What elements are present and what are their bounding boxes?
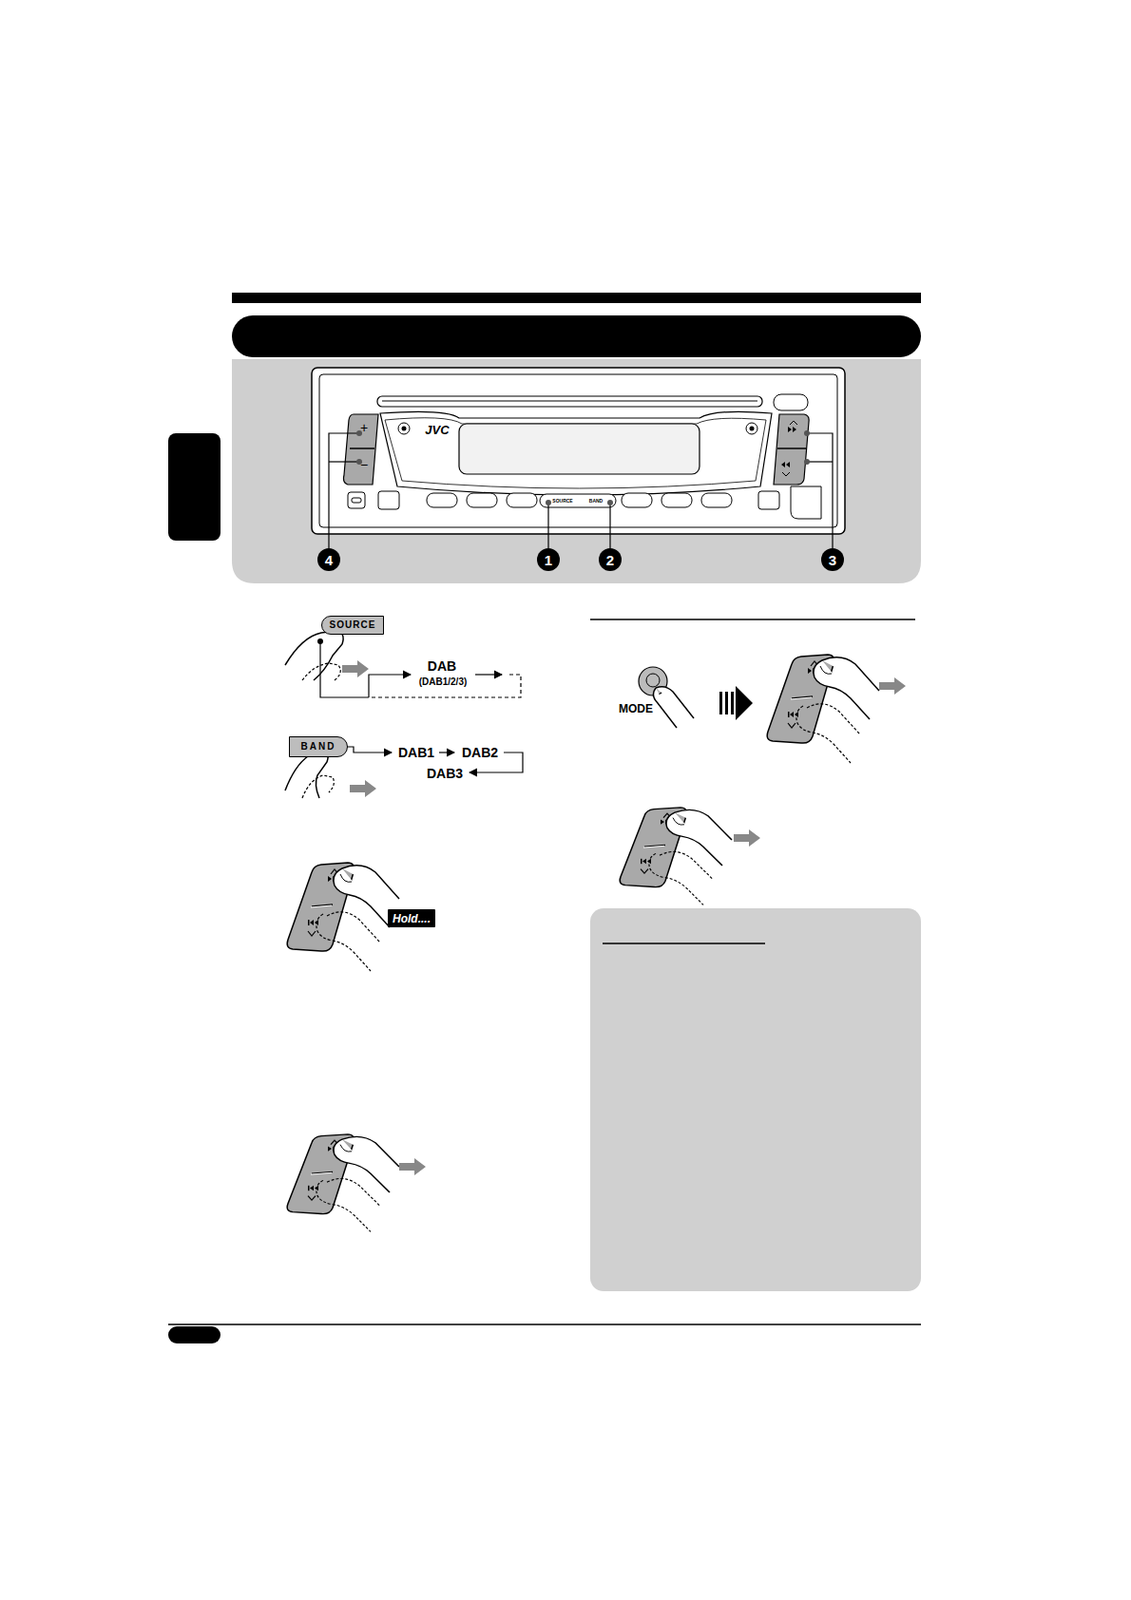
- button-label: Hold....: [392, 913, 431, 925]
- band-name: DAB1: [398, 746, 435, 760]
- button-label: SOURCE: [552, 498, 573, 504]
- brand-logo: JVC: [424, 423, 449, 437]
- button-label: BAND: [589, 498, 603, 504]
- band-name: DAB: [427, 659, 457, 673]
- button-label: SOURCE: [329, 620, 377, 631]
- button-label: MODE: [618, 703, 653, 715]
- band-name: DAB3: [426, 766, 463, 781]
- button-symbol: −: [360, 458, 368, 472]
- band-name: DAB2: [461, 746, 499, 760]
- callout-number: 1: [544, 553, 553, 568]
- source-button: SOURCE: [321, 615, 384, 635]
- callout-number: 2: [606, 553, 614, 568]
- button-label: BAND: [301, 742, 337, 752]
- hold-tag: Hold....: [387, 909, 436, 928]
- callout-number: 3: [828, 553, 837, 568]
- callout-number: 4: [325, 553, 333, 568]
- band-name: (DAB1/2/3): [419, 677, 468, 688]
- band-button: BAND: [288, 736, 348, 758]
- button-symbol: +: [360, 421, 368, 435]
